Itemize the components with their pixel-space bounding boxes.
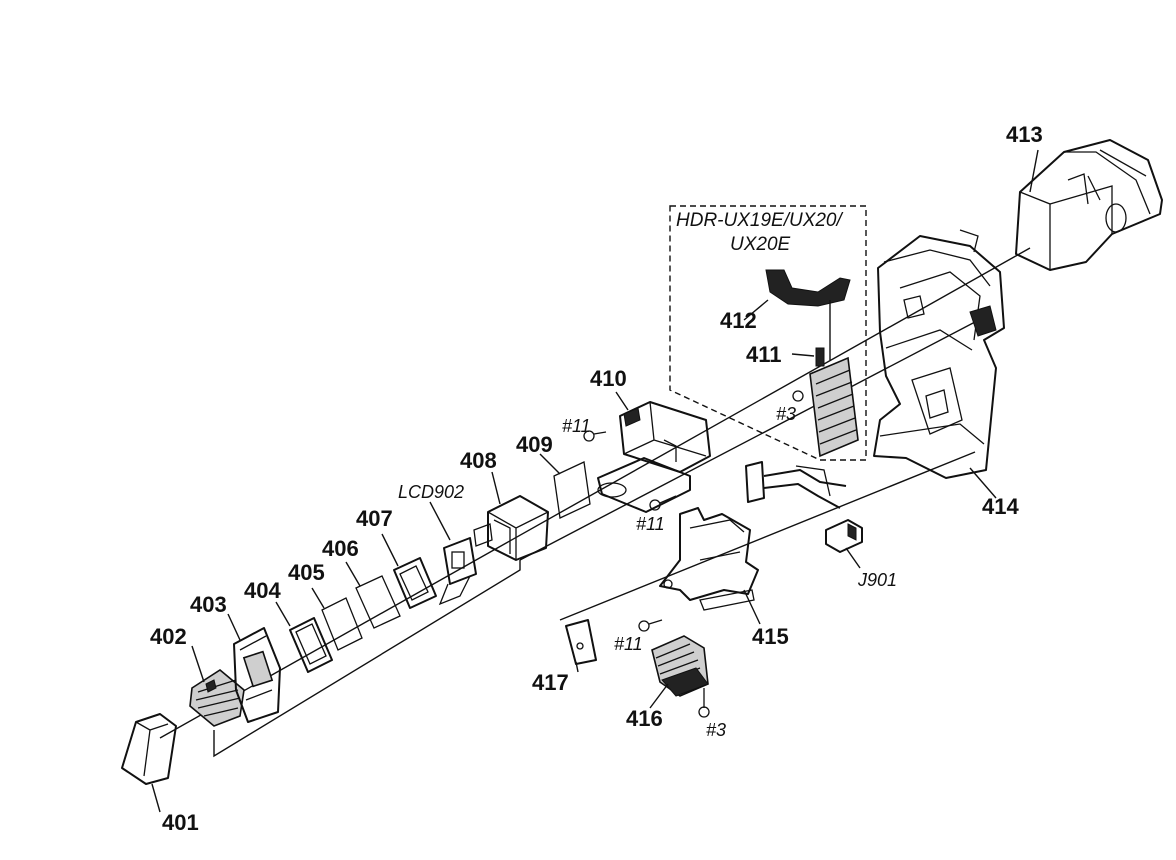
label-416: 416 [626,706,663,731]
part-405-sheet [321,597,363,651]
part-415-bracket [659,507,759,611]
part-406-sheet [355,575,401,629]
group-label-line1: HDR-UX19E/UX20/ [676,210,843,231]
assembly-axis-line-2 [519,321,976,561]
screw-3-bottom [698,688,710,718]
label-401: 401 [162,810,199,835]
label-402: 402 [150,624,187,649]
label-screw-11-lower: #11 [636,514,665,534]
label-screw-11-bottom: #11 [614,634,643,654]
part-414-frame [873,229,1005,479]
screw-11-upper [583,430,607,442]
label-413: 413 [1006,122,1043,147]
part-lcd902 [438,537,477,606]
part-409-sheet [553,461,591,519]
part-403-frame [233,627,281,723]
part-417-plate [565,619,597,665]
label-405: 405 [288,560,325,585]
label-screw-3-upper: #3 [776,404,796,424]
part-401-clip [121,713,177,785]
part-412-flex-cable [765,269,851,360]
leader-lines [151,149,1039,813]
flex-cable-j901 [745,461,847,509]
screw-11-bottom [638,619,663,632]
label-412: 412 [720,308,757,333]
part-408-housing [473,495,549,561]
part-j901-jack [825,519,863,553]
label-408: 408 [460,448,497,473]
label-403: 403 [190,592,227,617]
label-410: 410 [590,366,627,391]
label-411: 411 [746,342,782,367]
label-404: 404 [244,578,281,603]
model-group-boundary [669,205,867,461]
part-410-block [597,401,711,513]
label-407: 407 [356,506,393,531]
label-screw-11-upper: #11 [562,416,591,436]
part-413-cover [1015,139,1163,271]
label-j901: J901 [857,570,897,590]
part-411-board [792,347,859,458]
part-407-frame [393,557,437,609]
label-414: 414 [982,494,1019,519]
screw-11-lower [649,495,677,511]
part-402-mesh [189,669,245,727]
bracket-axis-line [559,451,976,621]
loop-lead-lower [213,560,521,758]
label-417: 417 [532,670,569,695]
label-406: 406 [322,536,359,561]
part-404-plate [289,617,333,673]
group-label-line2: UX20E [730,234,791,255]
part-416-block [651,635,709,697]
label-lcd902: LCD902 [398,482,464,502]
label-409: 409 [516,432,553,457]
assembly-axis-line [159,247,1031,739]
label-screw-3-bottom: #3 [706,720,726,740]
label-415: 415 [752,624,789,649]
